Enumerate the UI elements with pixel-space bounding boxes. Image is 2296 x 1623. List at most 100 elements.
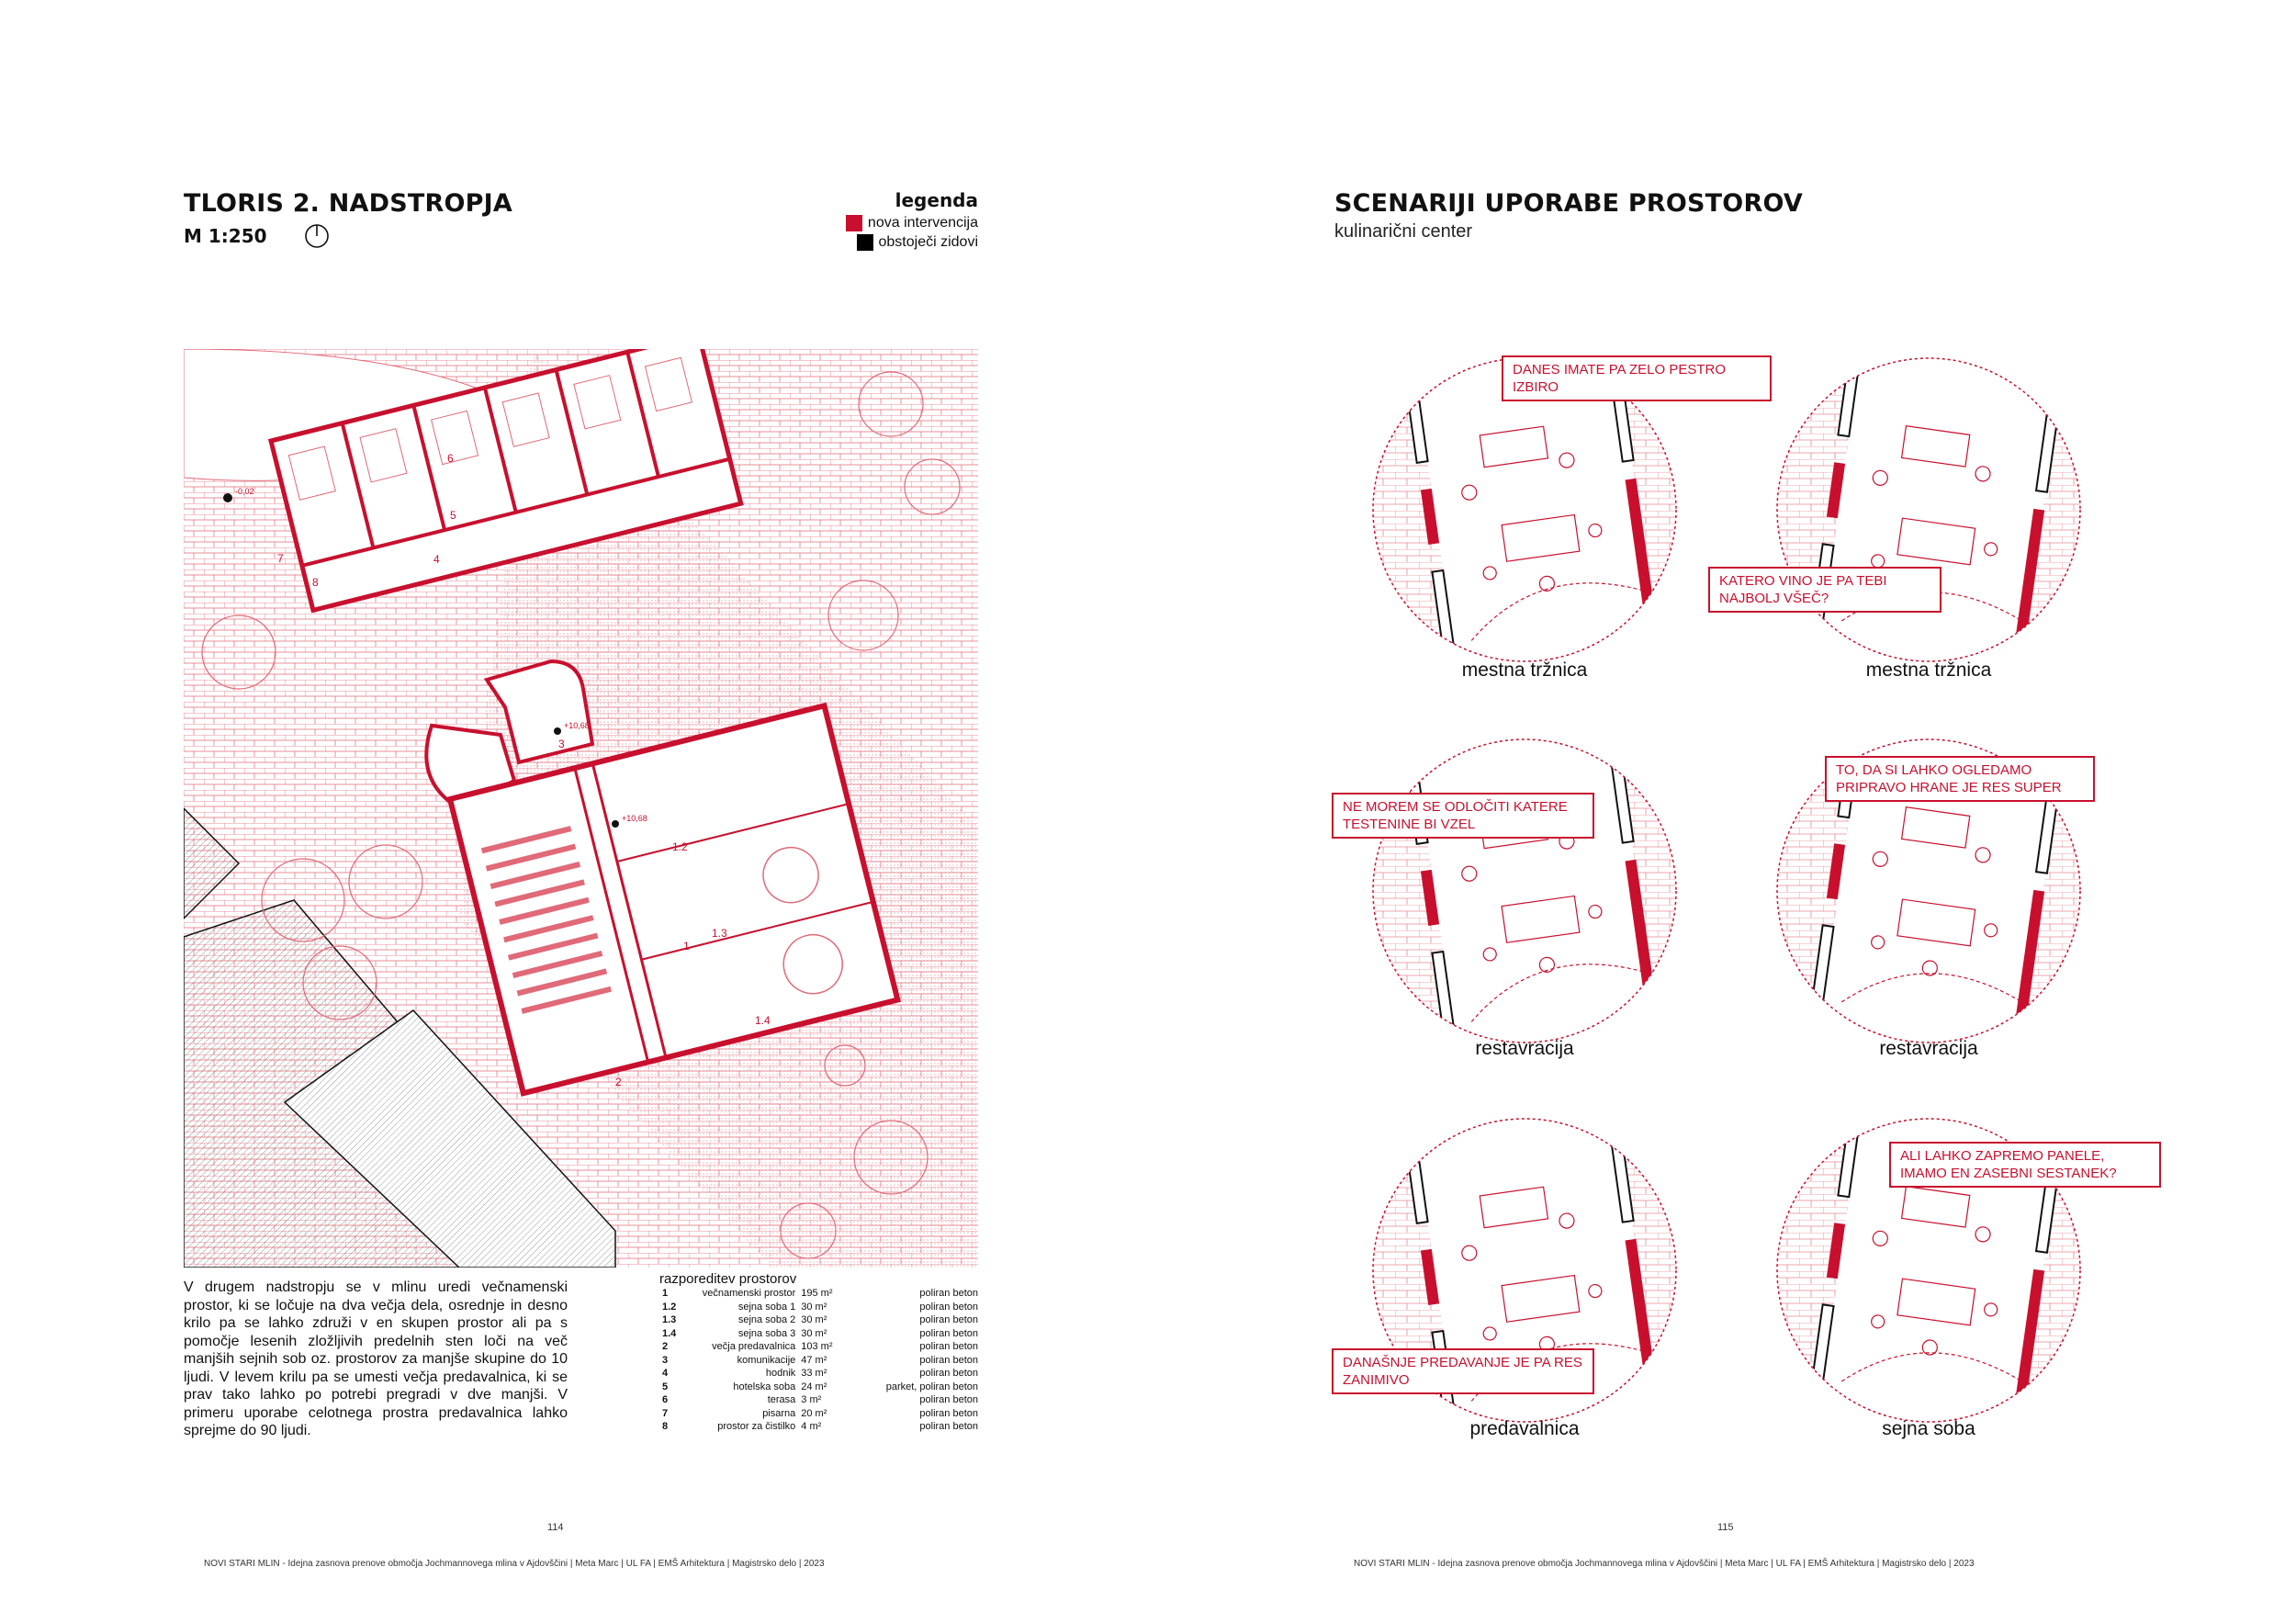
page-number-left: 114 xyxy=(547,1522,564,1533)
room-name: terasa xyxy=(767,1394,796,1405)
room-floor: parket, poliran beton xyxy=(885,1381,978,1392)
scenario-circle-drawing xyxy=(1776,357,2081,662)
room-area: 33 m² xyxy=(801,1368,827,1379)
room-area: 3 m² xyxy=(801,1394,822,1405)
left-page-title: TLORIS 2. NADSTROPJA xyxy=(184,189,512,218)
room-num: 3 xyxy=(662,1354,669,1366)
room-name: sejna soba 2 xyxy=(737,1314,796,1325)
legend-label: nova intervencija xyxy=(867,215,978,231)
room-number-labels: 6 5 7 8 4 3 1.2 1.3 1 1.4 2 xyxy=(277,452,771,1088)
room-area: 103 m² xyxy=(801,1341,833,1352)
room-name: hodnik xyxy=(765,1368,796,1379)
room-name: večnamenski prostor xyxy=(702,1288,796,1299)
room-row: 4 hodnik 33 m² poliran beton xyxy=(659,1367,981,1381)
scale-label: M 1:250 xyxy=(184,225,267,247)
floor-plan-drawing: 6 5 7 8 4 3 1.2 1.3 1 1.4 2 -0,02 +10,68… xyxy=(184,349,978,1268)
room-name: komunikacije xyxy=(737,1354,796,1366)
legend-swatch-black xyxy=(856,234,873,251)
speech-bubble: ALI LAHKO ZAPREMO PANELE, IMAMO EN ZASEB… xyxy=(1889,1142,2161,1188)
room-row: 1.3 sejna soba 2 30 m² poliran beton xyxy=(659,1313,981,1327)
room-num: 1.3 xyxy=(662,1314,677,1325)
scenario-caption: predavalnica xyxy=(1469,1418,1580,1439)
room-number: 3 xyxy=(558,738,565,750)
legend-item-new: nova intervencija xyxy=(753,215,978,231)
room-area: 30 m² xyxy=(801,1314,827,1325)
room-name: sejna soba 1 xyxy=(737,1301,796,1313)
room-number: 7 xyxy=(277,552,284,565)
speech-bubble: DANAŠNJE PREDAVANJE JE PA RES ZANIMIVO xyxy=(1332,1348,1594,1394)
room-number: 6 xyxy=(447,452,454,465)
room-floor: poliran beton xyxy=(919,1354,978,1366)
level-label: +10,68 xyxy=(622,814,647,823)
footer-right: NOVI STARI MLIN - Idejna zasnova prenove… xyxy=(1354,1559,1975,1569)
room-row: 5 hotelska soba 24 m² parket, poliran beton xyxy=(659,1381,981,1394)
plan-description: V drugem nadstropju se v mlinu uredi več… xyxy=(184,1279,568,1438)
scenario-caption: sejna soba xyxy=(1882,1418,1975,1439)
room-num: 5 xyxy=(662,1381,669,1392)
room-name: pisarna xyxy=(762,1407,796,1419)
room-area: 4 m² xyxy=(801,1421,822,1432)
legend: legenda nova intervencija obstoječi zido… xyxy=(753,189,978,251)
room-floor: poliran beton xyxy=(919,1341,978,1352)
room-name: hotelska soba xyxy=(733,1381,796,1392)
room-number: 1 xyxy=(683,940,690,952)
room-number: 1.3 xyxy=(712,927,727,940)
room-schedule: razporeditev prostorov 1 večnamenski pros… xyxy=(659,1271,981,1434)
legend-title: legenda xyxy=(895,189,978,211)
speech-bubble: KATERO VINO JE PA TEBI NAJBOLJ VŠEČ? xyxy=(1708,567,1941,613)
north-arrow-icon xyxy=(304,224,329,248)
room-floor: poliran beton xyxy=(919,1314,978,1325)
legend-label: obstoječi zidovi xyxy=(878,234,979,250)
room-floor: poliran beton xyxy=(919,1394,978,1405)
room-number: 2 xyxy=(615,1076,622,1088)
room-area: 30 m² xyxy=(801,1301,827,1313)
room-row: 2 večja predavalnica 103 m² poliran beton xyxy=(659,1340,981,1354)
scenario-caption: mestna tržnica xyxy=(1461,659,1588,681)
room-num: 4 xyxy=(662,1368,669,1379)
room-name: prostor za čistilko xyxy=(717,1421,796,1432)
level-label: +10,68 xyxy=(564,721,590,730)
scenario-circle-drawing xyxy=(1372,738,1677,1043)
room-number: 1.4 xyxy=(755,1014,771,1027)
room-floor: poliran beton xyxy=(919,1407,978,1419)
right-page-title: SCENARIJI UPORABE PROSTOROV xyxy=(1334,189,1803,218)
room-floor: poliran beton xyxy=(919,1327,978,1339)
room-num: 2 xyxy=(662,1341,669,1352)
room-floor: poliran beton xyxy=(919,1421,978,1432)
room-schedule-heading: razporeditev prostorov xyxy=(659,1271,797,1287)
room-num: 6 xyxy=(662,1394,669,1405)
room-row: 3 komunikacije 47 m² poliran beton xyxy=(659,1354,981,1368)
scenario-caption: mestna tržnica xyxy=(1865,659,1992,681)
speech-bubble: TO, DA SI LAHKO OGLEDAMO PRIPRAVO HRANE … xyxy=(1825,756,2095,802)
room-name: sejna soba 3 xyxy=(737,1327,796,1339)
room-area: 24 m² xyxy=(801,1381,827,1392)
room-number: 1.2 xyxy=(672,840,688,853)
scenario-circle-drawing xyxy=(1372,357,1677,662)
scale-block: M 1:250 xyxy=(184,223,330,249)
room-name: večja predavalnica xyxy=(712,1341,796,1352)
room-num: 8 xyxy=(662,1421,669,1432)
room-floor: poliran beton xyxy=(919,1368,978,1379)
level-label: -0,02 xyxy=(235,487,254,496)
legend-item-existing: obstoječi zidovi xyxy=(753,234,978,251)
room-area: 47 m² xyxy=(801,1354,827,1366)
room-row: 6 terasa 3 m² poliran beton xyxy=(659,1393,981,1407)
room-row: 1.2 sejna soba 1 30 m² poliran beton xyxy=(659,1301,981,1314)
room-area: 195 m² xyxy=(801,1288,833,1299)
speech-bubble: NE MOREM SE ODLOČITI KATERE TESTENINE BI… xyxy=(1332,793,1594,839)
room-num: 7 xyxy=(662,1407,669,1419)
right-page-subtitle: kulinarični center xyxy=(1334,221,1473,242)
room-num: 1.4 xyxy=(662,1327,677,1339)
room-row: 8 prostor za čistilko 4 m² poliran beton xyxy=(659,1420,981,1434)
scenario-caption: restavracija xyxy=(1879,1038,1978,1059)
room-number: 4 xyxy=(433,553,440,566)
legend-swatch-red xyxy=(845,215,862,231)
scenario-caption: restavracija xyxy=(1475,1038,1574,1059)
footer-left: NOVI STARI MLIN - Idejna zasnova prenove… xyxy=(204,1559,825,1569)
room-num: 1 xyxy=(662,1288,669,1299)
room-num: 1.2 xyxy=(662,1301,677,1313)
room-floor: poliran beton xyxy=(919,1301,978,1313)
